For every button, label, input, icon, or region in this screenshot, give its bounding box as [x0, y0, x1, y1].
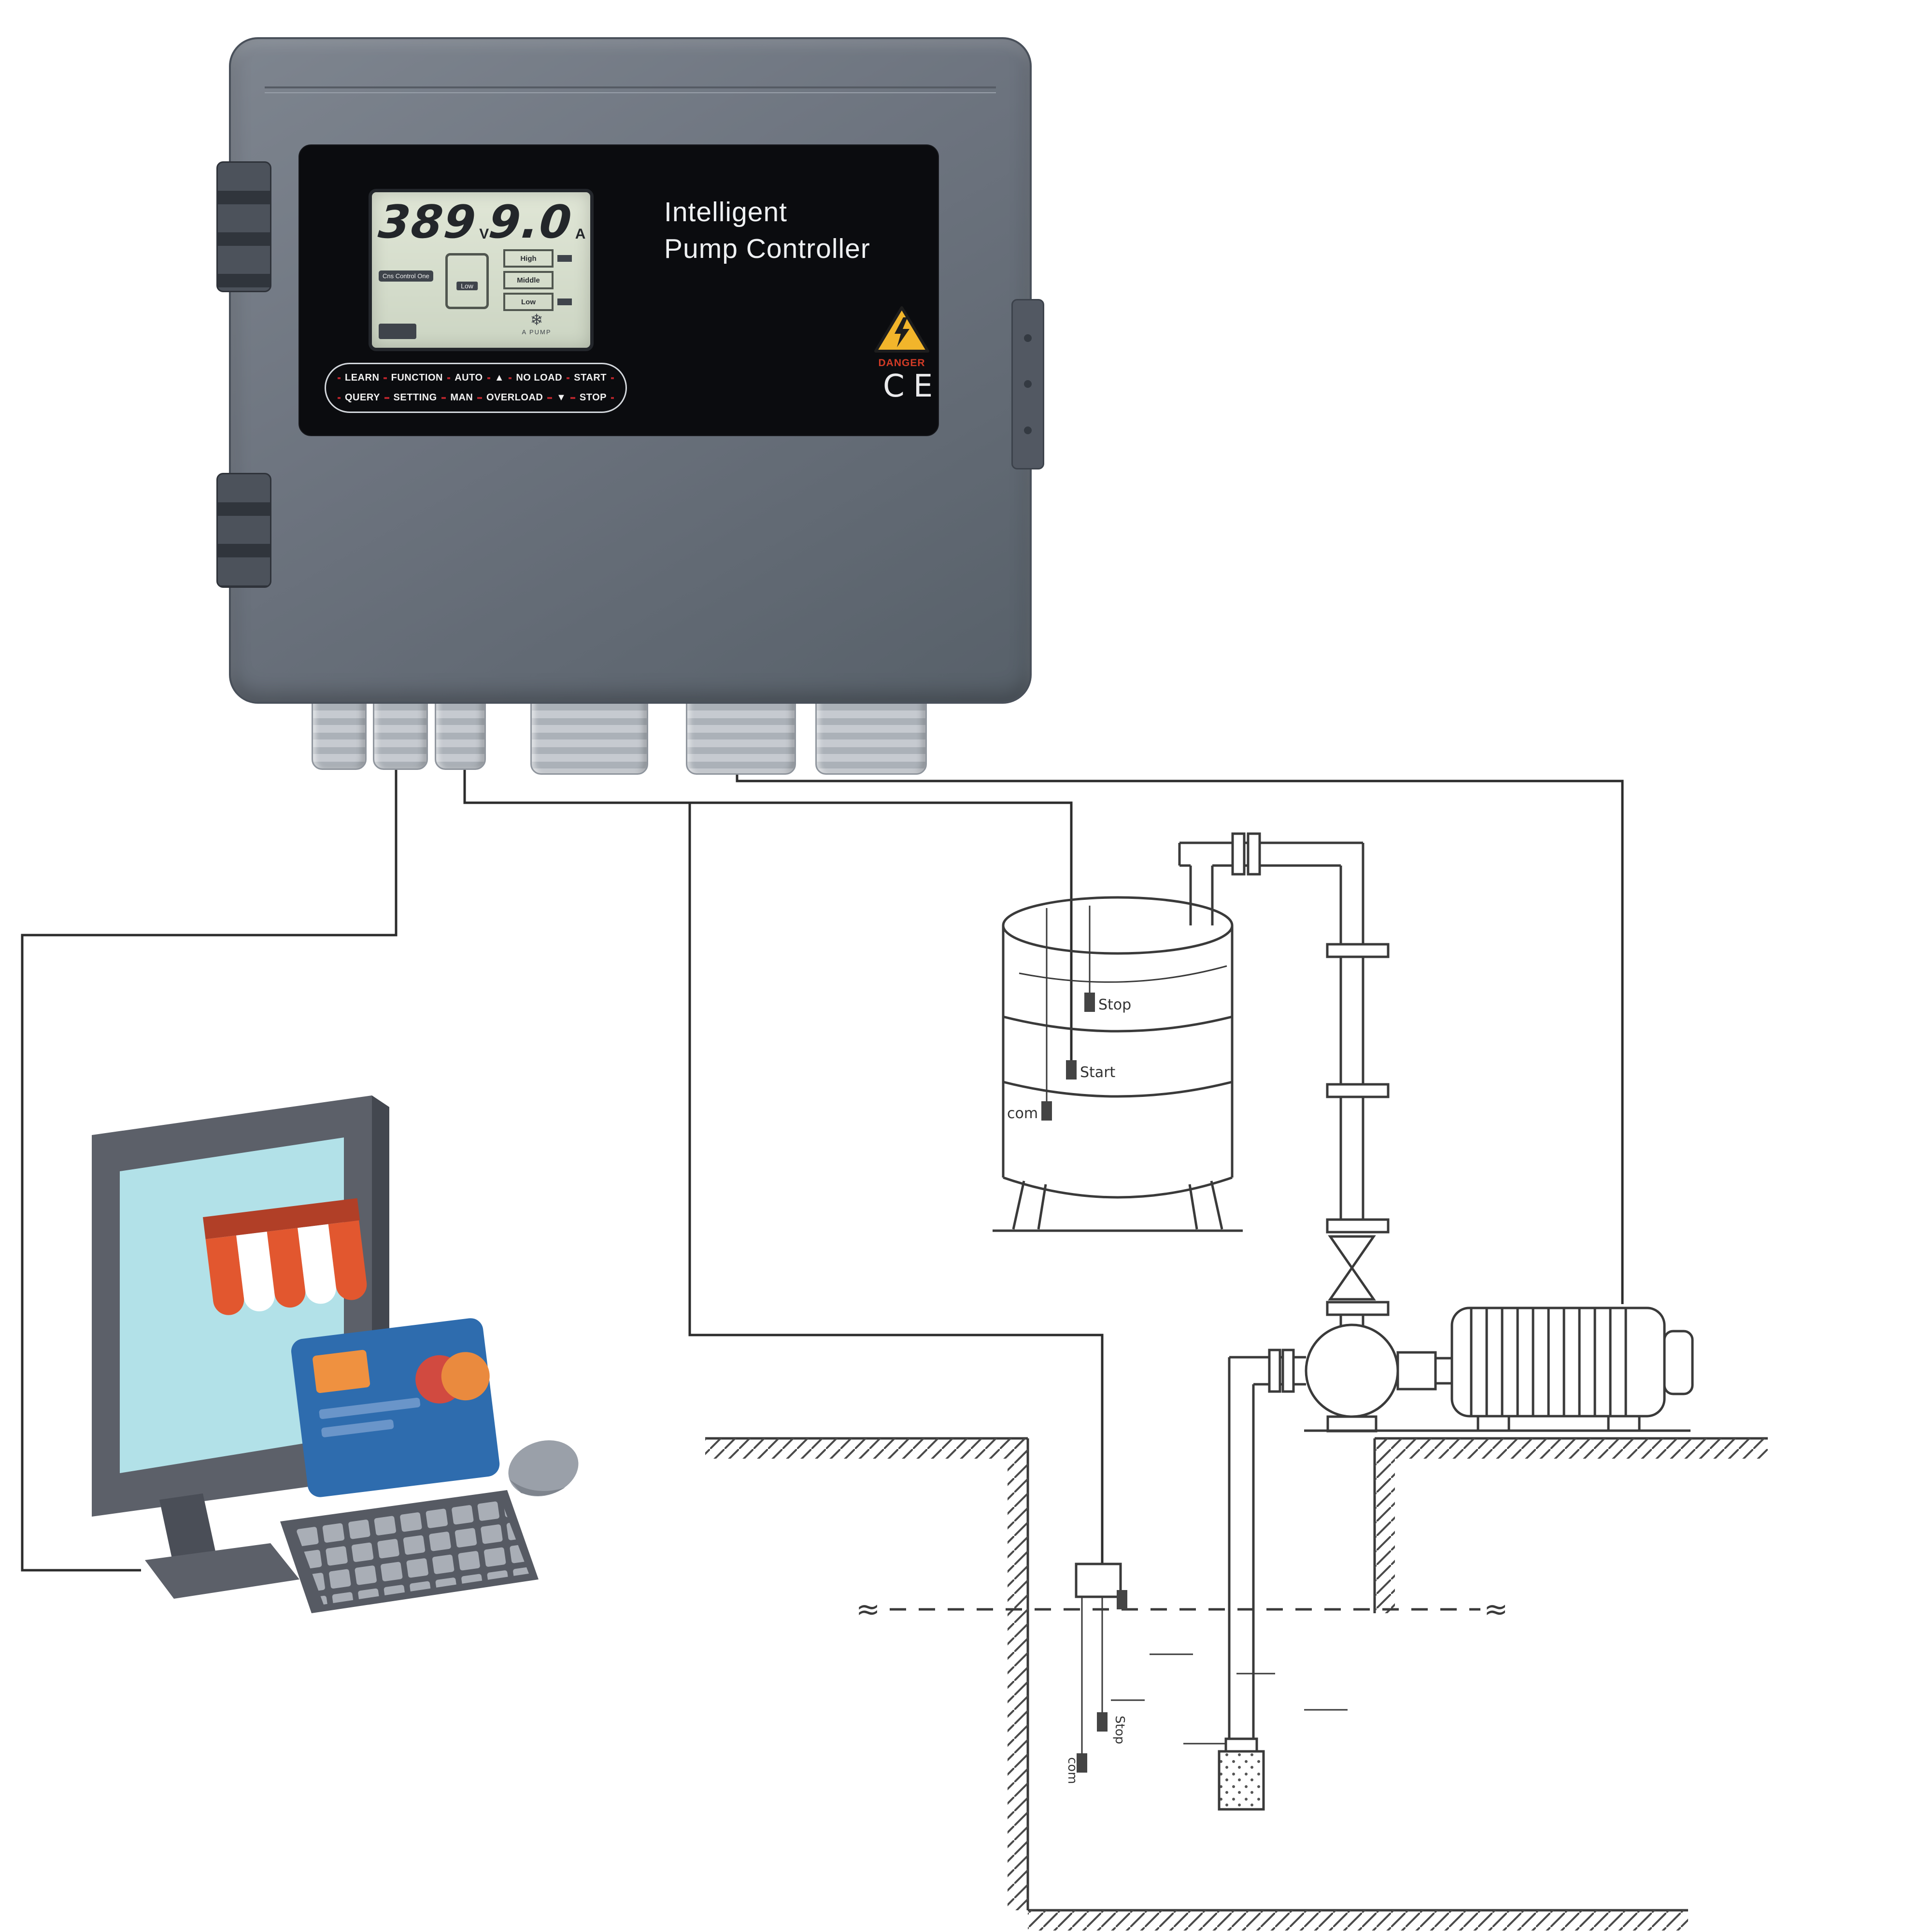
- surface-pump: [1305, 1323, 1453, 1433]
- wire-to-computer: [21, 753, 398, 1572]
- snowflake-icon: ❄: [530, 311, 543, 328]
- well-sensor-stop-label: Stop: [1112, 1716, 1127, 1744]
- auto-button[interactable]: AUTO: [450, 372, 487, 384]
- storefront-awning: [203, 1198, 367, 1315]
- well-sensor-com-label: com: [1065, 1757, 1080, 1784]
- tank-icon: Low: [445, 253, 489, 309]
- level-low-label: Low: [503, 293, 554, 311]
- well-float-sensors: Stop com: [1065, 1563, 1127, 1784]
- danger-triangle-icon: [874, 306, 929, 353]
- ground-and-well: [705, 1437, 1768, 1931]
- lcd-mode-badge: Cns Control One: [379, 270, 433, 282]
- cable-gland-large-2: [686, 695, 796, 775]
- current-unit: A: [575, 226, 586, 242]
- monitor-stand-base: [145, 1543, 299, 1599]
- button-row-top: LEARN FUNCTION AUTO ▲ NO LOAD START: [338, 368, 614, 388]
- stop-button[interactable]: STOP: [575, 392, 611, 403]
- hinge-bottom: [216, 473, 271, 588]
- level-low-bar: [557, 298, 572, 305]
- gate-valve: [1326, 1218, 1390, 1316]
- lcd-display: 389 V 9.0 A Cns Control One Low High Mid…: [369, 189, 594, 351]
- button-strip: LEARN FUNCTION AUTO ▲ NO LOAD START QUER…: [325, 363, 627, 413]
- piping: [1178, 832, 1390, 1811]
- start-button[interactable]: START: [569, 372, 611, 384]
- wire-to-motor: [736, 753, 1624, 1304]
- keyboard-keys: [295, 1497, 529, 1605]
- water-system-schematic: Stop Start com: [705, 832, 1768, 1931]
- overload-button[interactable]: OVERLOAD: [482, 392, 548, 403]
- wire-to-well-sensors: [688, 803, 1104, 1565]
- down-button[interactable]: ▼: [552, 392, 571, 403]
- danger-sign: DANGER: [870, 305, 933, 369]
- lid-seam: [265, 86, 996, 93]
- level-middle-label: Middle: [503, 271, 554, 289]
- man-button[interactable]: MAN: [446, 392, 478, 403]
- tank-icon-label: Low: [456, 282, 478, 290]
- credit-card: [291, 1318, 500, 1497]
- learn-button[interactable]: LEARN: [341, 372, 384, 384]
- water-level: ≈ ≈: [856, 1592, 1508, 1745]
- cable-gland-large-1: [530, 695, 648, 775]
- computer-illustration: [92, 1095, 579, 1613]
- button-row-bottom: QUERY SETTING MAN OVERLOAD ▼ STOP: [338, 388, 614, 408]
- current-value: 9.0: [486, 196, 575, 249]
- tank-sensor-stop-label: Stop: [1098, 996, 1131, 1013]
- pump-motor: [1304, 1307, 1694, 1432]
- approx-left: ≈: [856, 1592, 880, 1626]
- ce-mark: CE: [883, 369, 942, 404]
- cable-gland-small-1: [312, 695, 367, 770]
- foot-strainer: [1218, 1750, 1265, 1811]
- water-tank: [993, 896, 1243, 1232]
- approx-right: ≈: [1484, 1592, 1508, 1626]
- function-button[interactable]: FUNCTION: [386, 372, 447, 384]
- up-button[interactable]: ▲: [490, 372, 509, 384]
- level-indicator: High Middle Low: [503, 249, 572, 314]
- side-latch: [1011, 299, 1044, 469]
- cable-gland-small-3: [435, 695, 486, 770]
- no-load-button[interactable]: NO LOAD: [511, 372, 567, 384]
- level-high-bar: [557, 255, 572, 262]
- pump-indicator-label: A PUMP: [522, 328, 552, 336]
- voltage-value: 389: [376, 196, 479, 249]
- query-button[interactable]: QUERY: [341, 392, 384, 403]
- tank-level-sensors: Stop Start com: [1007, 906, 1131, 1122]
- product-title-line2: Pump Controller: [664, 233, 870, 265]
- tank-sensor-start-label: Start: [1080, 1064, 1116, 1081]
- product-title: Intelligent Pump Controller: [664, 194, 870, 268]
- front-panel: 389 V 9.0 A Cns Control One Low High Mid…: [298, 144, 939, 436]
- setting-button[interactable]: SETTING: [389, 392, 441, 403]
- pump-controller-device: 389 V 9.0 A Cns Control One Low High Mid…: [216, 37, 1044, 704]
- cable-gland-large-3: [815, 695, 927, 775]
- monitor-stand-neck: [159, 1493, 217, 1567]
- card-circle-orange: [441, 1352, 490, 1401]
- tank-sensor-com-label: com: [1007, 1105, 1038, 1122]
- lcd-status-block: [379, 324, 416, 339]
- cable-gland-small-2: [373, 695, 428, 770]
- lcd-readout: 389 V 9.0 A: [372, 192, 590, 249]
- hinge-top: [216, 161, 271, 292]
- pump-indicator: ❄ A PUMP: [515, 312, 558, 336]
- level-high-label: High: [503, 249, 554, 268]
- voltage-unit: V: [479, 226, 489, 242]
- mouse: [508, 1440, 579, 1496]
- card-chip: [313, 1350, 370, 1393]
- danger-label: DANGER: [878, 357, 925, 369]
- product-title-line1: Intelligent: [664, 197, 788, 227]
- wire-to-tank-sensors: [463, 753, 1073, 1060]
